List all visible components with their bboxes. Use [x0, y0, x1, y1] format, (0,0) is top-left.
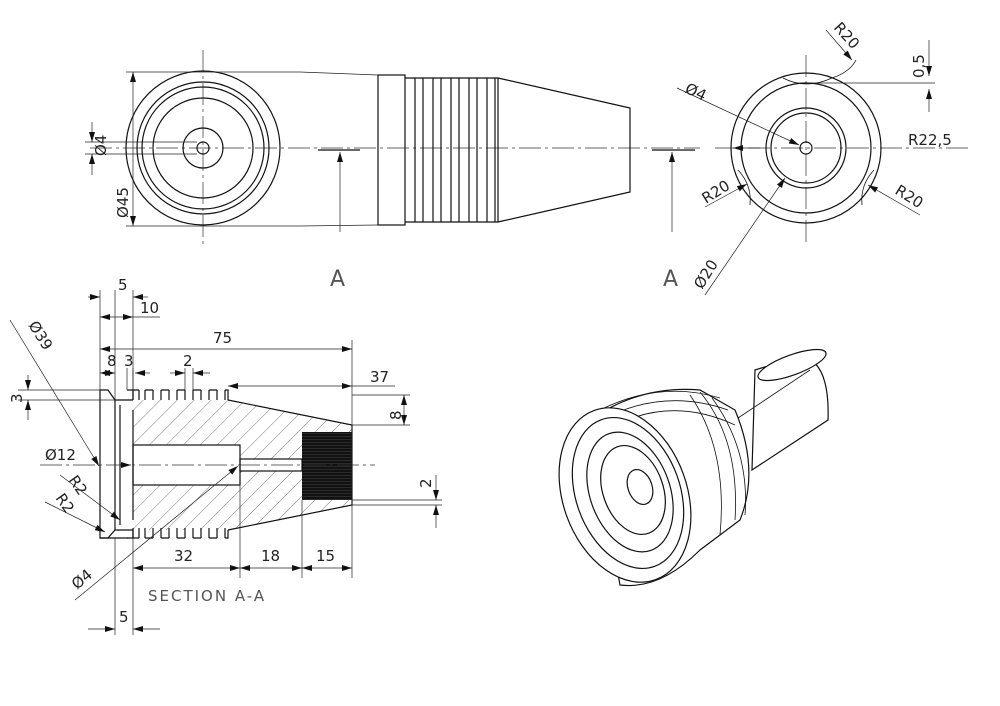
dim-phi12: Ø12 [45, 446, 76, 464]
dim-5-bottom: 5 [119, 608, 129, 626]
dim-3-left: 3 [8, 393, 26, 403]
dim-phi45: Ø45 [114, 187, 132, 218]
dim-2-groove: 2 [183, 352, 193, 370]
dim-18: 18 [261, 547, 280, 565]
dim-37: 37 [370, 368, 389, 386]
dim-phi4-section: Ø4 [68, 566, 96, 594]
dim-32: 32 [174, 547, 193, 565]
dim-0-5: 0,5 [910, 54, 928, 78]
section-marker-left: A [330, 267, 345, 292]
isometric-view [558, 348, 829, 587]
front-view: Ø4 Ø45 A A [85, 50, 700, 292]
dim-r20-left: R20 [699, 176, 734, 207]
dim-8: 8 [107, 352, 117, 370]
dim-15: 15 [316, 547, 335, 565]
dim-10: 10 [140, 299, 159, 317]
dim-5-top: 5 [118, 276, 128, 294]
dim-75: 75 [213, 329, 232, 347]
dim-phi20: Ø20 [690, 256, 722, 292]
dim-r22-5: R22,5 [908, 131, 952, 149]
dim-r20-right: R20 [892, 181, 927, 212]
dim-2-thread: 2 [417, 478, 435, 488]
dim-r20-top: R20 [830, 19, 863, 53]
section-view: 5 10 75 8 3 2 37 8 Ø39 3 Ø12 R2 R2 Ø4 2 … [8, 276, 442, 635]
dim-3-groove: 3 [124, 352, 134, 370]
section-marker-right: A [663, 267, 678, 292]
section-title: SECTION A-A [148, 587, 266, 605]
dim-phi39: Ø39 [25, 318, 57, 354]
dim-8-right: 8 [387, 410, 405, 420]
end-view: 0,5 R20 Ø4 R22,5 R20 R20 Ø20 [676, 19, 970, 296]
dim-phi4: Ø4 [92, 135, 110, 156]
